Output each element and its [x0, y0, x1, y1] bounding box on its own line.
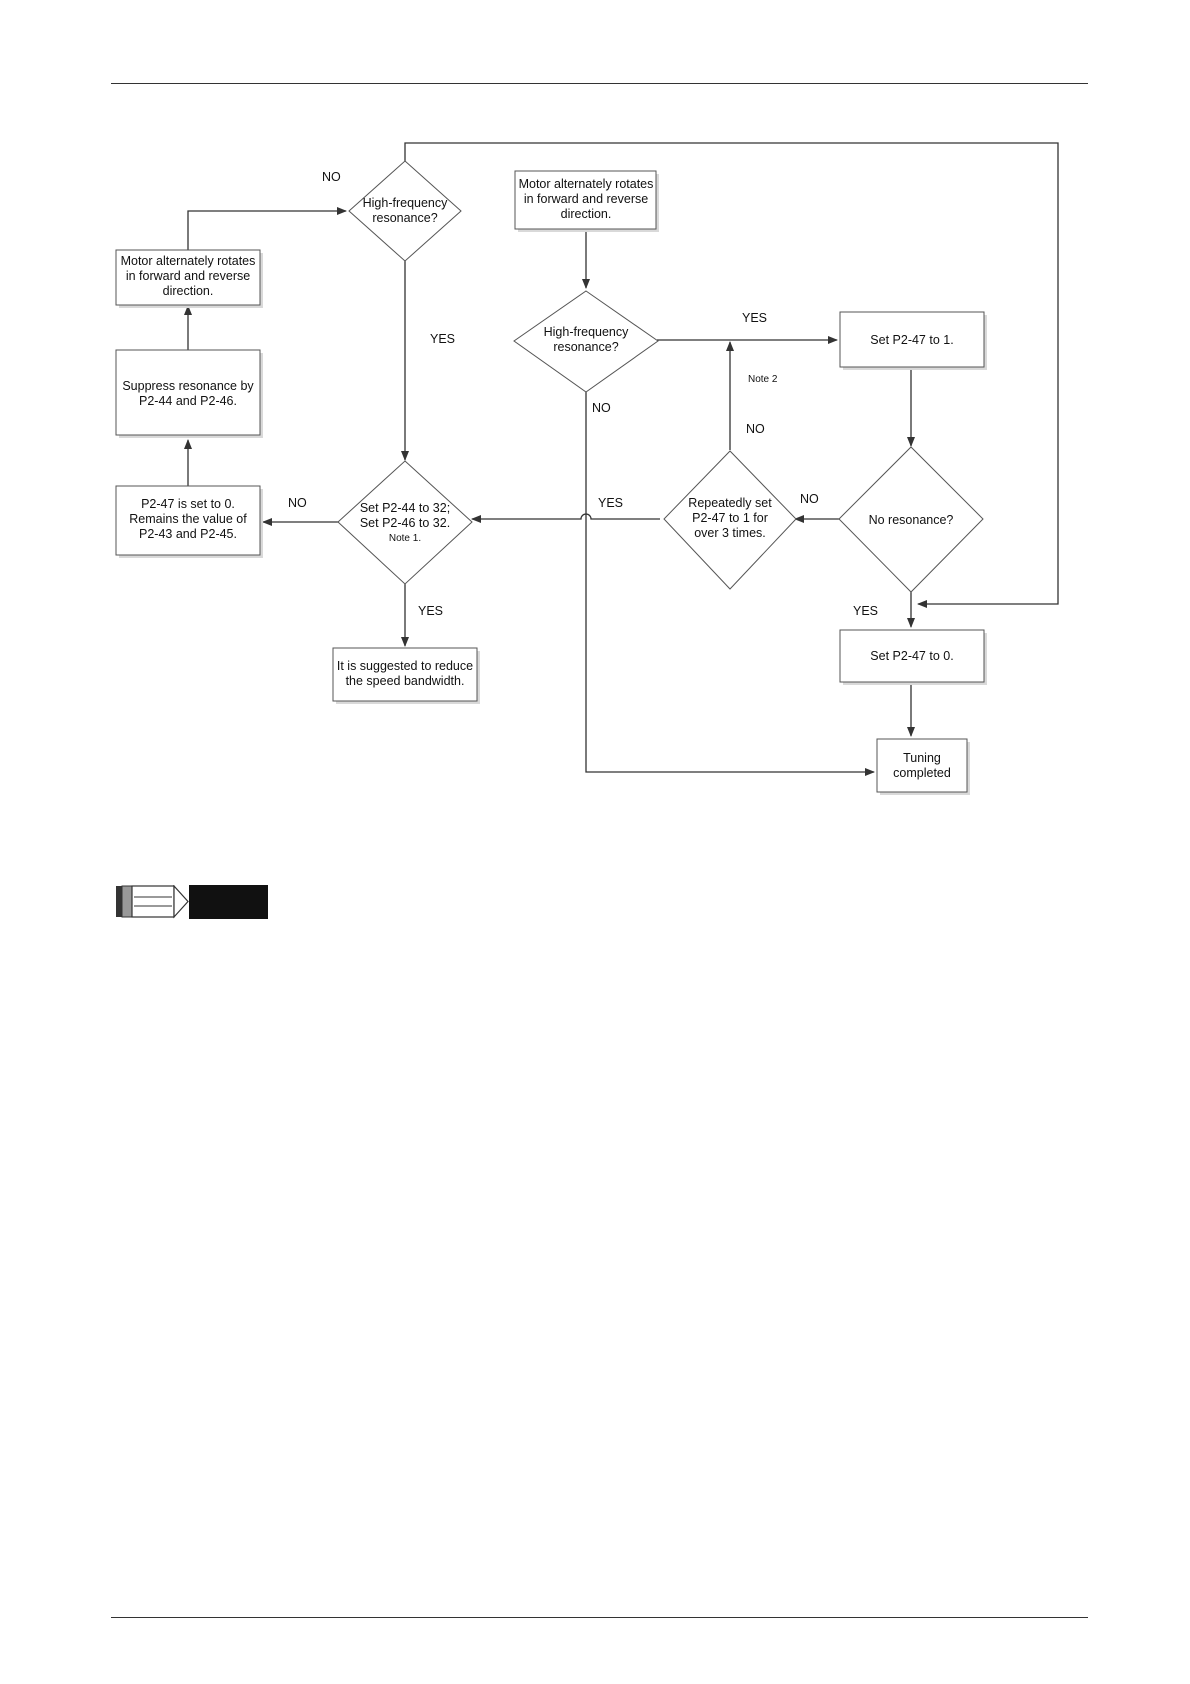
note1-label: Note 1. [389, 533, 421, 544]
node-hf-mid: High-frequency resonance? [513, 290, 659, 393]
label-no-resonance-no: NO [800, 492, 819, 506]
reduce-line-1: It is suggested to reduce [337, 659, 473, 673]
node-hf-left: High-frequency resonance? [348, 160, 462, 262]
p247-zero-line-3: P2-43 and P2-45. [139, 527, 237, 541]
label-set-p244-yes: YES [418, 604, 443, 618]
hf-left-line-1: High-frequency [363, 196, 449, 210]
label-set-p244-no: NO [288, 496, 307, 510]
node-no-resonance: No resonance? [838, 446, 984, 593]
connector-loop-right [404, 142, 1059, 608]
label-hf-left-yes: YES [430, 332, 455, 346]
p247-zero-line-1: P2-47 is set to 0. [141, 497, 235, 511]
p247-zero-line-2: Remains the value of [129, 512, 247, 526]
motor-left-line-3: direction. [163, 284, 214, 298]
set-p247-0-text: Set P2-47 to 0. [870, 649, 953, 663]
connector-motor-left-to-hf-left [187, 207, 347, 250]
motor-left-line-1: Motor alternately rotates [121, 254, 256, 268]
node-reduce: It is suggested to reduce the speed band… [332, 647, 480, 704]
note2-label: Note 2 [748, 374, 778, 385]
connector-hf-mid-no [585, 392, 875, 776]
label-hf-mid-no: NO [592, 401, 611, 415]
motor-top-line-2: in forward and reverse [524, 192, 648, 206]
hf-left-line-2: resonance? [372, 211, 437, 225]
repeat-line-1: Repeatedly set [688, 496, 772, 510]
node-suppress: Suppress resonance by P2-44 and P2-46. [115, 349, 263, 438]
connector-repeat-yes [471, 513, 660, 523]
tuning-flowchart: Motor alternately rotates in forward and… [115, 142, 1059, 795]
reduce-line-2: the speed bandwidth. [346, 674, 465, 688]
note-pencil-icon [116, 885, 268, 919]
repeat-line-2: P2-47 to 1 for [692, 511, 768, 525]
tuning-line-2: completed [893, 766, 951, 780]
tuning-line-1: Tuning [903, 751, 941, 765]
repeat-line-3: over 3 times. [694, 526, 766, 540]
footer-rule [111, 1617, 1088, 1618]
no-resonance-text: No resonance? [869, 513, 954, 527]
connectors [184, 142, 1059, 776]
motor-left-line-2: in forward and reverse [126, 269, 250, 283]
motor-top-line-1: Motor alternately rotates [519, 177, 654, 191]
edge-labels: NO YES NO YES YES NO Note 2 NO YES NO YE… [288, 170, 878, 618]
set-p244-line-2: Set P2-46 to 32. [360, 516, 450, 530]
label-repeat-yes: YES [598, 496, 623, 510]
node-repeat: Repeatedly set P2-47 to 1 for over 3 tim… [663, 450, 797, 590]
node-motor-left: Motor alternately rotates in forward and… [115, 249, 263, 308]
suppress-line-1: Suppress resonance by [122, 379, 254, 393]
node-p247-zero: P2-47 is set to 0. Remains the value of … [115, 485, 263, 558]
hf-mid-line-1: High-frequency [544, 325, 630, 339]
hf-mid-line-2: resonance? [553, 340, 618, 354]
node-set-p247-1: Set P2-47 to 1. [839, 311, 987, 370]
node-motor-top: Motor alternately rotates in forward and… [514, 170, 659, 232]
node-tuning: Tuning completed [876, 738, 970, 795]
label-hf-mid-yes: YES [742, 311, 767, 325]
set-p247-1-text: Set P2-47 to 1. [870, 333, 953, 347]
label-repeat-no: NO [746, 422, 765, 436]
suppress-line-2: P2-44 and P2-46. [139, 394, 237, 408]
label-hf-left-no: NO [322, 170, 341, 184]
node-set-p247-0: Set P2-47 to 0. [839, 629, 987, 685]
motor-top-line-3: direction. [561, 207, 612, 221]
set-p244-line-1: Set P2-44 to 32; [360, 501, 450, 515]
header-rule [111, 83, 1088, 84]
node-set-p244: Set P2-44 to 32; Set P2-46 to 32. Note 1… [337, 460, 473, 585]
label-no-resonance-yes: YES [853, 604, 878, 618]
